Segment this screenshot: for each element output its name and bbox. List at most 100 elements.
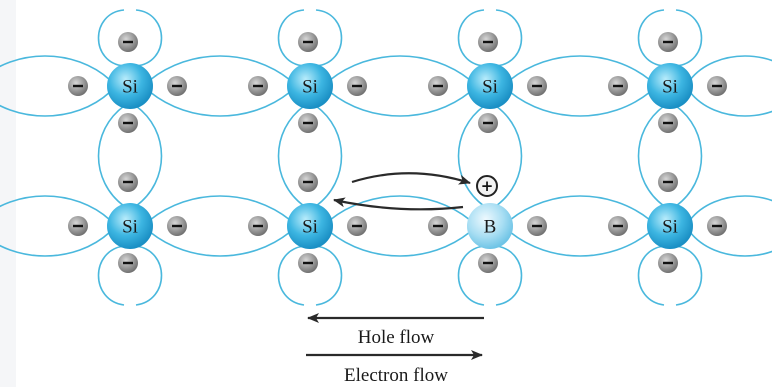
electron — [68, 76, 88, 96]
bond-horizontal-lower — [329, 91, 471, 117]
atom-label: Si — [662, 77, 678, 98]
electron — [478, 253, 498, 273]
bond-vertical-left — [457, 105, 485, 207]
bond-vertical-right — [315, 245, 343, 306]
electron-jump-arrow-right — [351, 172, 471, 185]
electron — [527, 76, 547, 96]
electron — [707, 216, 727, 236]
bond-horizontal-lower — [509, 91, 651, 117]
bond-vertical-left — [637, 9, 665, 67]
atom-core — [647, 63, 693, 109]
page-edge-strip — [0, 0, 16, 387]
bond-vertical-right — [675, 245, 703, 306]
electron — [527, 216, 547, 236]
bond-horizontal-upper — [329, 55, 471, 81]
bond-horizontal-upper — [329, 195, 471, 221]
bond-vertical-right — [135, 245, 163, 306]
atom-core — [467, 203, 513, 249]
bond-vertical-left — [637, 105, 665, 207]
bond-vertical-left — [457, 245, 485, 306]
hole-symbol: + — [481, 177, 494, 195]
bond-vertical-right — [315, 105, 343, 207]
electron — [658, 172, 678, 192]
electron — [118, 32, 138, 52]
electron — [248, 76, 268, 96]
bond-vertical-right — [315, 9, 343, 67]
bond-horizontal-lower — [0, 91, 111, 117]
bond-vertical-right — [495, 245, 523, 306]
silicon-atom: Si — [647, 203, 693, 249]
electron — [347, 216, 367, 236]
atom-label: Si — [122, 217, 138, 238]
silicon-atom: Si — [107, 63, 153, 109]
bond-horizontal-lower — [149, 231, 291, 257]
electron — [167, 76, 187, 96]
electron — [478, 113, 498, 133]
electron — [658, 253, 678, 273]
atom-core — [467, 63, 513, 109]
electron — [298, 172, 318, 192]
bond-horizontal-lower — [689, 91, 772, 117]
legend: Hole flow Electron flow — [306, 313, 484, 386]
electron — [298, 253, 318, 273]
bond-vertical-left — [637, 245, 665, 306]
electron — [428, 76, 448, 96]
bond-vertical-right — [495, 9, 523, 67]
bond-vertical-left — [97, 105, 125, 207]
electron — [167, 216, 187, 236]
bond-vertical-right — [675, 9, 703, 67]
hole-flow-label: Hole flow — [358, 327, 435, 348]
valence-electrons — [68, 32, 727, 273]
hole-marker: + — [476, 175, 498, 197]
bond-horizontal-lower — [509, 231, 651, 257]
atom-label: Si — [302, 77, 318, 98]
bond-horizontal-lower — [329, 231, 471, 257]
electron — [248, 216, 268, 236]
atom-core — [107, 63, 153, 109]
atom-label: Si — [122, 77, 138, 98]
bond-vertical-right — [135, 105, 163, 207]
boron-atom: B — [467, 203, 513, 249]
bond-vertical-left — [277, 105, 305, 207]
bond-horizontal-lower — [0, 231, 111, 257]
atom-label: Si — [302, 217, 318, 238]
silicon-atom: Si — [287, 203, 333, 249]
bond-horizontal-lower — [689, 231, 772, 257]
atom-core — [107, 203, 153, 249]
electron-flow-label: Electron flow — [344, 365, 448, 386]
silicon-atom: Si — [647, 63, 693, 109]
atom-core — [287, 203, 333, 249]
atom-label: Si — [482, 77, 498, 98]
silicon-atom: Si — [287, 63, 333, 109]
bond-vertical-left — [277, 245, 305, 306]
electron — [608, 216, 628, 236]
electron — [347, 76, 367, 96]
electron — [298, 32, 318, 52]
electron — [608, 76, 628, 96]
electron — [68, 216, 88, 236]
bond-vertical-left — [457, 9, 485, 67]
silicon-atom: Si — [467, 63, 513, 109]
electron — [658, 32, 678, 52]
atom-label: B — [484, 217, 497, 238]
hole-jump-arrow-left — [333, 197, 464, 211]
electron — [428, 216, 448, 236]
silicon-atom: Si — [107, 203, 153, 249]
bond-horizontal-upper — [149, 195, 291, 221]
bond-horizontal-upper — [0, 195, 111, 221]
bond-vertical-left — [97, 245, 125, 306]
electron — [118, 113, 138, 133]
bond-horizontal-upper — [689, 195, 772, 221]
electron — [118, 172, 138, 192]
bond-vertical-right — [675, 105, 703, 207]
bond-horizontal-upper — [689, 55, 772, 81]
covalent-bonds — [0, 9, 772, 306]
atom-label: Si — [662, 217, 678, 238]
electron — [298, 113, 318, 133]
bond-vertical-left — [277, 9, 305, 67]
bond-vertical-right — [135, 9, 163, 67]
electron — [118, 253, 138, 273]
bond-vertical-left — [97, 9, 125, 67]
